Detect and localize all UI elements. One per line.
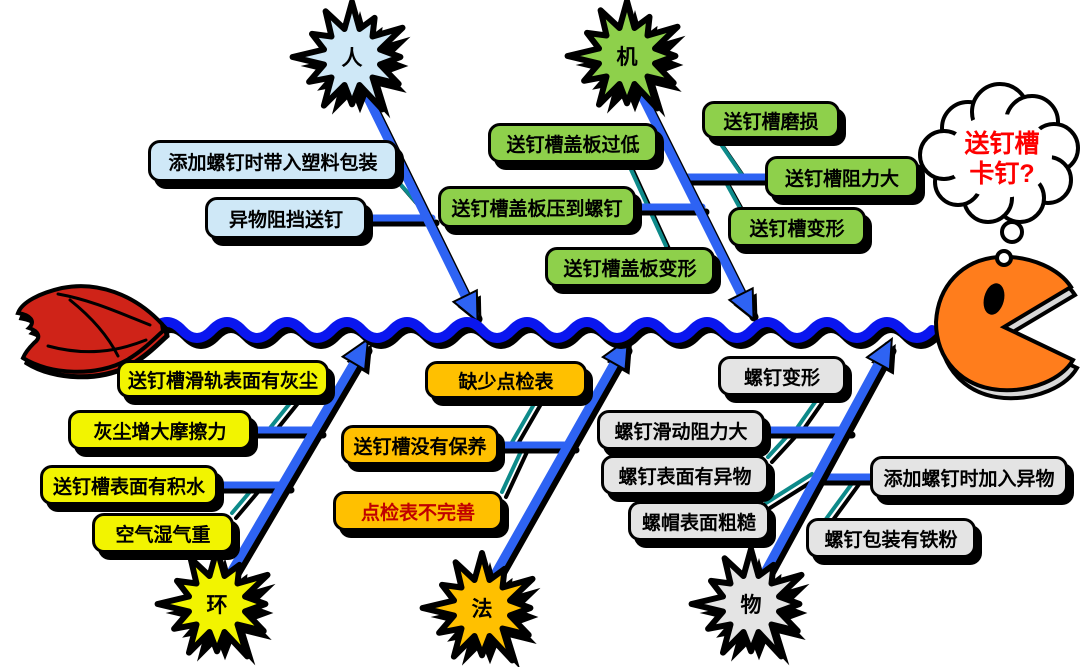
sub-connector-line xyxy=(500,445,525,494)
category-bone-arrow xyxy=(357,81,479,324)
category-bone-arrow xyxy=(633,83,755,322)
starburst-material xyxy=(688,546,805,660)
thought-bubble: 送钉槽 卡钉? xyxy=(918,82,1080,267)
category-starbursts xyxy=(154,0,810,667)
starburst-environment xyxy=(154,546,271,660)
sub-connector-line xyxy=(795,396,820,430)
fish-eye xyxy=(983,283,1005,315)
problem-text-line2: 卡钉? xyxy=(969,160,1034,188)
sub-connector-line xyxy=(764,472,814,505)
spine-wave xyxy=(147,317,937,343)
fish-tail xyxy=(15,284,170,380)
bone-lines xyxy=(211,81,897,586)
starburst-method xyxy=(419,550,536,664)
starburst-man xyxy=(289,0,406,113)
fish-head xyxy=(933,254,1080,401)
sub-connector-line xyxy=(716,138,744,177)
problem-text-line1: 送钉槽 xyxy=(964,129,1039,158)
starburst-machine xyxy=(564,0,681,112)
sub-connector-line xyxy=(268,395,297,430)
category-bone-arrow xyxy=(759,336,893,579)
category-bone-arrow xyxy=(489,336,630,581)
category-bone-arrow xyxy=(225,337,370,579)
sub-connector-line xyxy=(509,397,539,446)
fish-spine xyxy=(147,317,941,349)
